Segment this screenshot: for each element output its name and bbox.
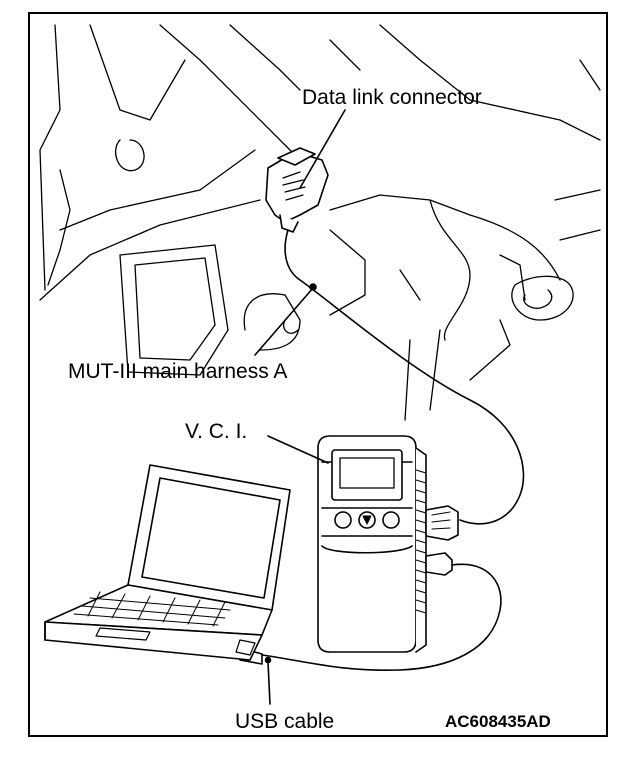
laptop-keyboard xyxy=(73,591,231,627)
leader-data-link-connector xyxy=(299,109,346,189)
dashboard-background xyxy=(39,24,601,421)
laptop xyxy=(44,464,291,661)
figure-code: AC608435AD xyxy=(445,712,551,731)
leader-vci xyxy=(267,435,329,464)
data-link-connector xyxy=(265,147,329,233)
data-link-connector-label: Data link connector xyxy=(302,86,482,109)
vci-label: V. C. I. xyxy=(185,420,248,443)
vci-device xyxy=(317,435,459,653)
mut-harness-cable xyxy=(284,229,525,525)
usb-cable-label: USB cable xyxy=(235,710,335,733)
mut-harness-label: MUT-III main harness A xyxy=(68,360,288,383)
harness-clip xyxy=(309,283,317,291)
leader-mut-harness xyxy=(254,287,314,356)
leader-usb-cable xyxy=(267,661,271,705)
usb-cable xyxy=(261,563,502,672)
